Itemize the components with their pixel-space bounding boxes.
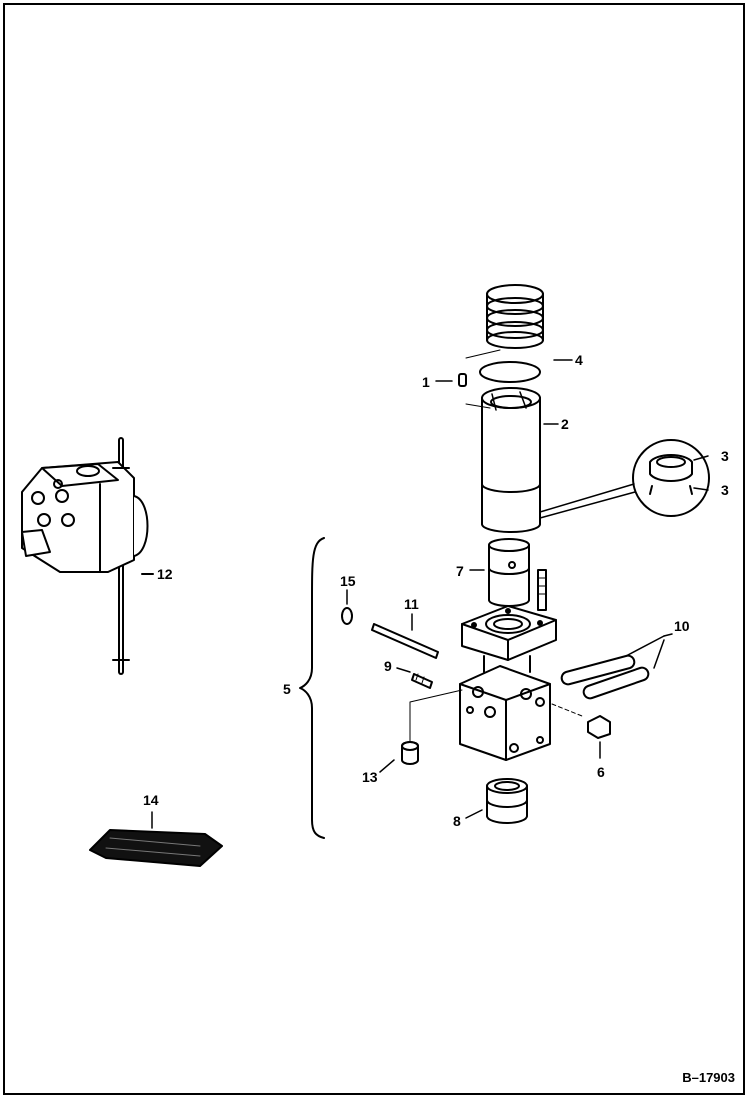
rod-part-11 <box>371 613 439 659</box>
callout-6: 6 <box>597 764 605 780</box>
callout-11: 11 <box>404 596 419 612</box>
callout-10: 10 <box>674 618 690 634</box>
bracket-part-5 <box>299 537 325 839</box>
callout-3-lower: 3 <box>721 482 729 498</box>
piston-rings-part-4 <box>479 284 573 383</box>
callout-12: 12 <box>157 566 173 582</box>
pins-part-10 <box>560 633 673 700</box>
plug-part-6 <box>551 703 611 759</box>
figure-code: B–17903 <box>682 1070 735 1085</box>
cylinder-part-2 <box>481 387 559 533</box>
retainer-detail-part-3 <box>539 439 710 519</box>
decal-part-14 <box>89 811 223 867</box>
callout-5: 5 <box>283 681 291 697</box>
valve-body-part-12 <box>21 437 154 675</box>
callout-14: 14 <box>143 792 159 808</box>
callout-9: 9 <box>384 658 392 674</box>
seal-part-8 <box>465 778 528 824</box>
o-ring-part-15 <box>341 589 353 625</box>
callout-4: 4 <box>575 352 583 368</box>
plug-part-13 <box>379 741 419 773</box>
callout-1: 1 <box>422 374 430 390</box>
bushing-part-7 <box>469 538 530 607</box>
valve-block-part-5 <box>409 605 557 761</box>
callout-13: 13 <box>362 769 378 785</box>
fitting-part-9 <box>396 667 433 689</box>
callout-15: 15 <box>340 573 356 589</box>
callout-7: 7 <box>456 563 464 579</box>
callout-8: 8 <box>453 813 461 829</box>
pin-part-1 <box>435 349 501 409</box>
stud-bolt <box>537 569 547 611</box>
callout-3-upper: 3 <box>721 448 729 464</box>
callout-2: 2 <box>561 416 569 432</box>
page-border <box>3 3 745 1095</box>
